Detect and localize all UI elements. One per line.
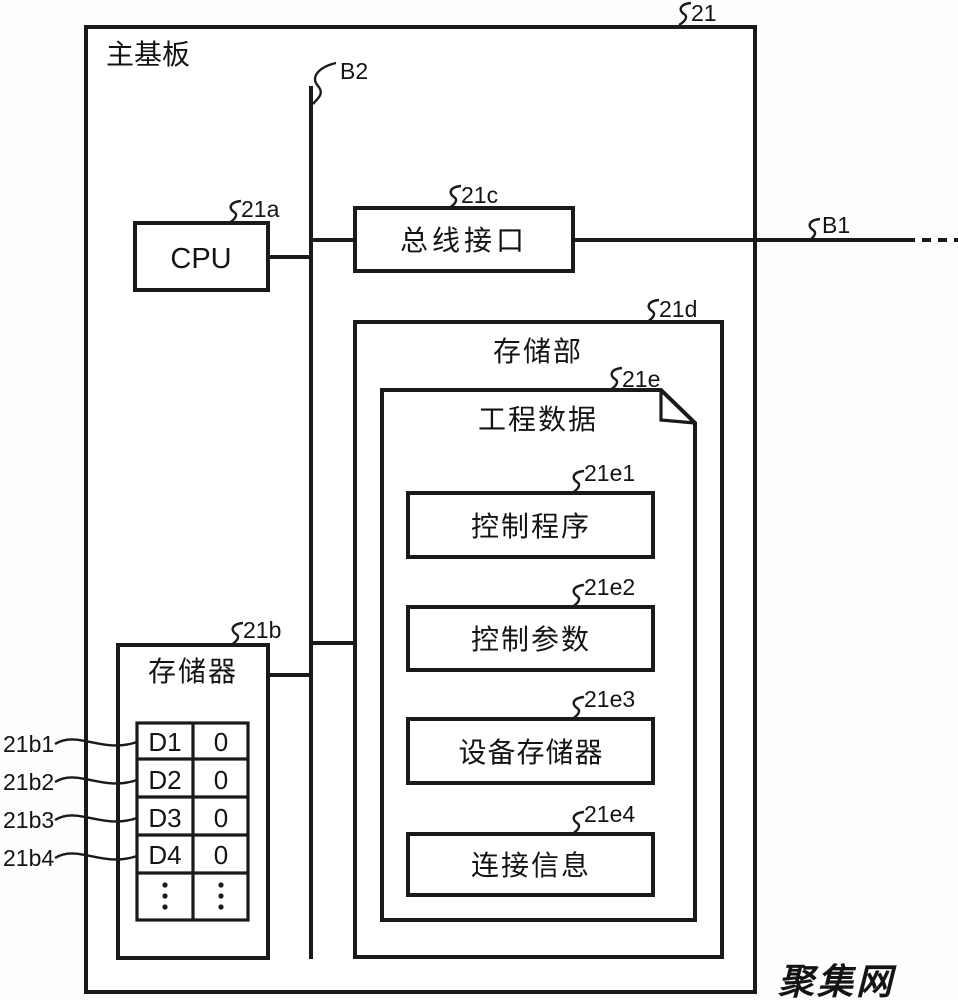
table-cell-d3-value: 0 xyxy=(214,803,228,833)
document-fold-corner xyxy=(659,390,696,425)
project-data-label: 工程数据 xyxy=(478,404,598,436)
connection-info-label: 连接信息 xyxy=(471,850,591,882)
squiggle-ref-21 xyxy=(677,1,693,27)
table-cell-d4-value: 0 xyxy=(214,840,228,870)
table-cell-d1: D1 xyxy=(148,727,181,757)
control-program-label: 控制程序 xyxy=(471,511,591,543)
control-parameters-box xyxy=(406,605,655,672)
ref-21b-label: 21b xyxy=(243,617,281,643)
ref-21a-label: 21a xyxy=(241,196,280,222)
table-cell-d2: D2 xyxy=(148,765,181,795)
leader-21b1 xyxy=(54,738,138,747)
ref-21e1-label: 21e1 xyxy=(584,460,635,486)
ref-21e3-label: 21e3 xyxy=(584,686,635,712)
watermark: 聚集网 xyxy=(778,961,897,1000)
vertical-ellipsis-icon xyxy=(162,882,224,910)
device-memory-label: 设备存储器 xyxy=(458,737,603,769)
table-cell-d1-value: 0 xyxy=(214,727,228,757)
ref-21b1-label: 21b1 xyxy=(3,731,54,757)
bus-interface-label: 总线接口 xyxy=(400,225,528,257)
table-cell-d4: D4 xyxy=(148,840,181,870)
ref-21b2-label: 21b2 xyxy=(3,769,54,795)
b1-label: B1 xyxy=(822,212,850,238)
ref-21c-label: 21c xyxy=(461,182,498,208)
memory-label: 存储器 xyxy=(148,656,238,688)
ref-21d-label: 21d xyxy=(659,296,697,322)
squiggle-ref-b2 xyxy=(312,61,337,105)
ref-21-label: 21 xyxy=(691,0,717,26)
cpu-label: CPU xyxy=(170,243,231,275)
ref-21b3-label: 21b3 xyxy=(3,807,54,833)
cpu-box xyxy=(133,221,270,292)
table-cell-d3: D3 xyxy=(148,803,181,833)
ref-21e-label: 21e xyxy=(622,366,660,392)
b2-label: B2 xyxy=(340,58,368,84)
ref-21e4-label: 21e4 xyxy=(584,801,635,827)
device-memory-box xyxy=(406,717,655,785)
memory-table: D1 0 D2 0 D3 0 D4 0 xyxy=(135,721,250,922)
leader-21b4 xyxy=(54,852,138,861)
squiggle-ref-b1 xyxy=(806,217,822,243)
main-board-title: 主基板 xyxy=(106,39,190,71)
control-program-box xyxy=(406,491,655,559)
ref-21b4-label: 21b4 xyxy=(3,845,54,871)
leader-21b3 xyxy=(54,814,138,823)
leader-21b2 xyxy=(54,776,138,785)
table-cell-d2-value: 0 xyxy=(214,765,228,795)
storage-section-label: 存储部 xyxy=(493,336,583,368)
ref-21e2-label: 21e2 xyxy=(584,574,635,600)
bus-interface-box xyxy=(353,206,575,273)
control-parameters-label: 控制参数 xyxy=(471,624,591,656)
connection-info-box xyxy=(406,832,655,897)
